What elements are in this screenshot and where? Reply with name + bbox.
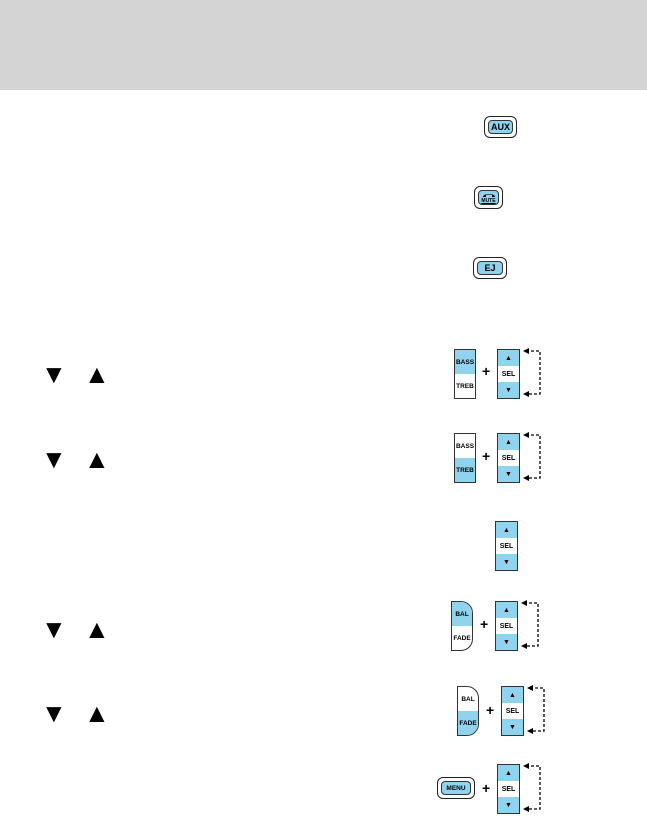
up-arrow-icon: ▲ xyxy=(84,359,110,389)
up-arrow-icon: ▲ xyxy=(84,614,110,644)
plus-sign: + xyxy=(482,363,491,379)
plus-sign: + xyxy=(482,448,491,464)
bal-label: BAL xyxy=(461,695,475,703)
sel-up-icon[interactable]: ▲ xyxy=(496,602,517,618)
treb-label: TREB xyxy=(456,382,474,390)
sel-down-icon[interactable]: ▼ xyxy=(498,797,519,813)
plus-sign: + xyxy=(480,616,489,632)
down-arrow-icon: ▼ xyxy=(41,359,67,389)
sel-label: SEL xyxy=(499,542,514,550)
cycle-arrow-icon xyxy=(523,348,541,397)
plus-sign: + xyxy=(486,702,495,718)
aux-button-label: AUX xyxy=(488,120,513,134)
sel-rocker[interactable]: ▲ SEL ▼ xyxy=(497,349,520,399)
sel-label: SEL xyxy=(505,707,520,715)
balance-fade-button[interactable]: BAL FADE xyxy=(451,601,473,651)
sel-down-icon[interactable]: ▼ xyxy=(496,554,517,570)
sel-label: SEL xyxy=(501,370,516,378)
sel-label: SEL xyxy=(501,785,516,793)
bass-label: BASS xyxy=(455,350,475,374)
sel-rocker[interactable]: ▲ SEL ▼ xyxy=(497,764,520,814)
sel-up-icon[interactable]: ▲ xyxy=(498,350,519,366)
menu-button-label: MENU xyxy=(441,781,471,795)
fade-label: FADE xyxy=(458,711,478,735)
sel-rocker[interactable]: ▲ SEL ▼ xyxy=(497,433,520,483)
down-arrow-icon: ▼ xyxy=(41,614,67,644)
treb-label: TREB xyxy=(455,458,475,482)
sel-down-icon[interactable]: ▼ xyxy=(502,719,523,735)
sel-label: SEL xyxy=(499,622,514,630)
sel-rocker[interactable]: ▲ SEL ▼ xyxy=(495,521,518,571)
sel-down-icon[interactable]: ▼ xyxy=(498,466,519,482)
sel-up-icon[interactable]: ▲ xyxy=(496,522,517,538)
plus-sign: + xyxy=(482,780,491,796)
cycle-arrow-icon xyxy=(523,763,541,812)
sel-rocker[interactable]: ▲ SEL ▼ xyxy=(501,686,524,736)
cycle-arrow-icon xyxy=(523,432,541,481)
page-header xyxy=(0,0,647,90)
aux-button[interactable]: AUX xyxy=(484,116,517,138)
sel-label: SEL xyxy=(501,454,516,462)
up-arrow-icon: ▲ xyxy=(84,444,110,474)
bass-treble-button[interactable]: BASS TREB xyxy=(454,433,476,483)
down-arrow-icon: ▼ xyxy=(41,444,67,474)
sel-down-icon[interactable]: ▼ xyxy=(498,382,519,398)
bass-treble-button[interactable]: BASS TREB xyxy=(454,349,476,399)
cycle-arrow-icon xyxy=(527,685,545,734)
down-arrow-icon: ▼ xyxy=(41,698,67,728)
sel-rocker[interactable]: ▲ SEL ▼ xyxy=(495,601,518,651)
eject-button[interactable]: EJ xyxy=(473,257,507,279)
sel-up-icon[interactable]: ▲ xyxy=(498,434,519,450)
eject-button-label: EJ xyxy=(477,261,503,275)
up-arrow-icon: ▲ xyxy=(84,698,110,728)
mute-button-label: MUTE xyxy=(481,197,496,204)
cycle-arrow-icon xyxy=(521,600,539,649)
phone-icon xyxy=(482,193,495,197)
sel-up-icon[interactable]: ▲ xyxy=(502,687,523,703)
sel-down-icon[interactable]: ▼ xyxy=(496,634,517,650)
sel-up-icon[interactable]: ▲ xyxy=(498,765,519,781)
mute-button[interactable]: MUTE xyxy=(474,186,503,209)
menu-button[interactable]: MENU xyxy=(437,777,475,799)
fade-label: FADE xyxy=(453,634,471,642)
bal-label: BAL xyxy=(452,602,472,626)
balance-fade-button[interactable]: BAL FADE xyxy=(457,686,479,736)
bass-label: BASS xyxy=(455,442,475,450)
